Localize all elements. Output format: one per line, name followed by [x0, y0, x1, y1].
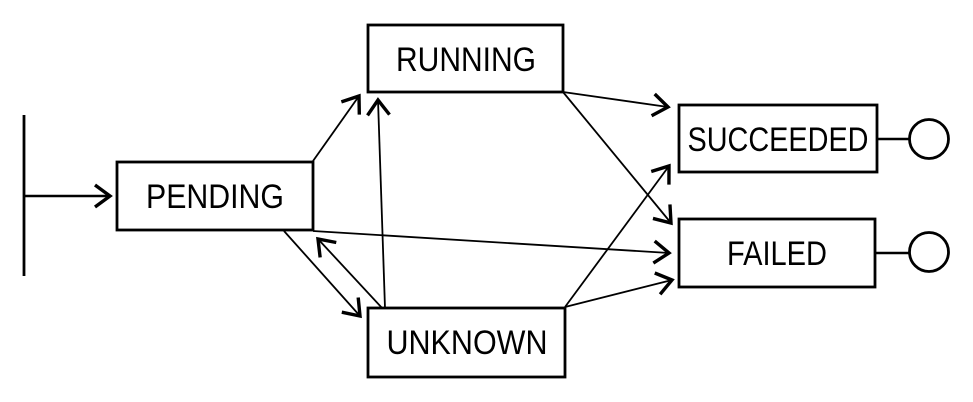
transition-pending-to-unknown	[283, 230, 362, 319]
transition-pending-to-running	[312, 93, 362, 162]
transition-running-to-failed	[562, 91, 673, 226]
terminal-failed	[875, 231, 950, 273]
state-label-succeeded: SUCCEEDED	[688, 121, 869, 159]
transitions	[283, 91, 675, 319]
state-node-succeeded: SUCCEEDED	[677, 103, 879, 174]
state-box-succeeded	[677, 103, 879, 174]
transition-unknown-to-succeeded	[564, 163, 671, 308]
state-node-pending: PENDING	[115, 160, 315, 232]
terminal-circle-failed	[908, 231, 950, 273]
state-node-failed: FAILED	[677, 217, 877, 289]
state-node-running: RUNNING	[366, 23, 565, 94]
state-box-unknown	[366, 306, 567, 379]
transition-running-to-succeeded	[562, 91, 671, 118]
terminal-circle-succeeded	[908, 118, 950, 160]
state-node-unknown: UNKNOWN	[366, 306, 567, 379]
state-label-pending: PENDING	[146, 178, 284, 216]
transition-unknown-to-running	[366, 97, 391, 309]
state-box-running	[366, 23, 565, 94]
transition-unknown-to-pending	[316, 236, 384, 310]
state-box-pending	[115, 160, 315, 232]
transition-pending-to-failed	[312, 230, 672, 265]
state-label-running: RUNNING	[396, 41, 536, 79]
state-label-unknown: UNKNOWN	[387, 324, 548, 362]
state-label-failed: FAILED	[727, 235, 827, 273]
terminal-succeeded	[877, 118, 950, 160]
transition-unknown-to-failed	[564, 271, 675, 308]
